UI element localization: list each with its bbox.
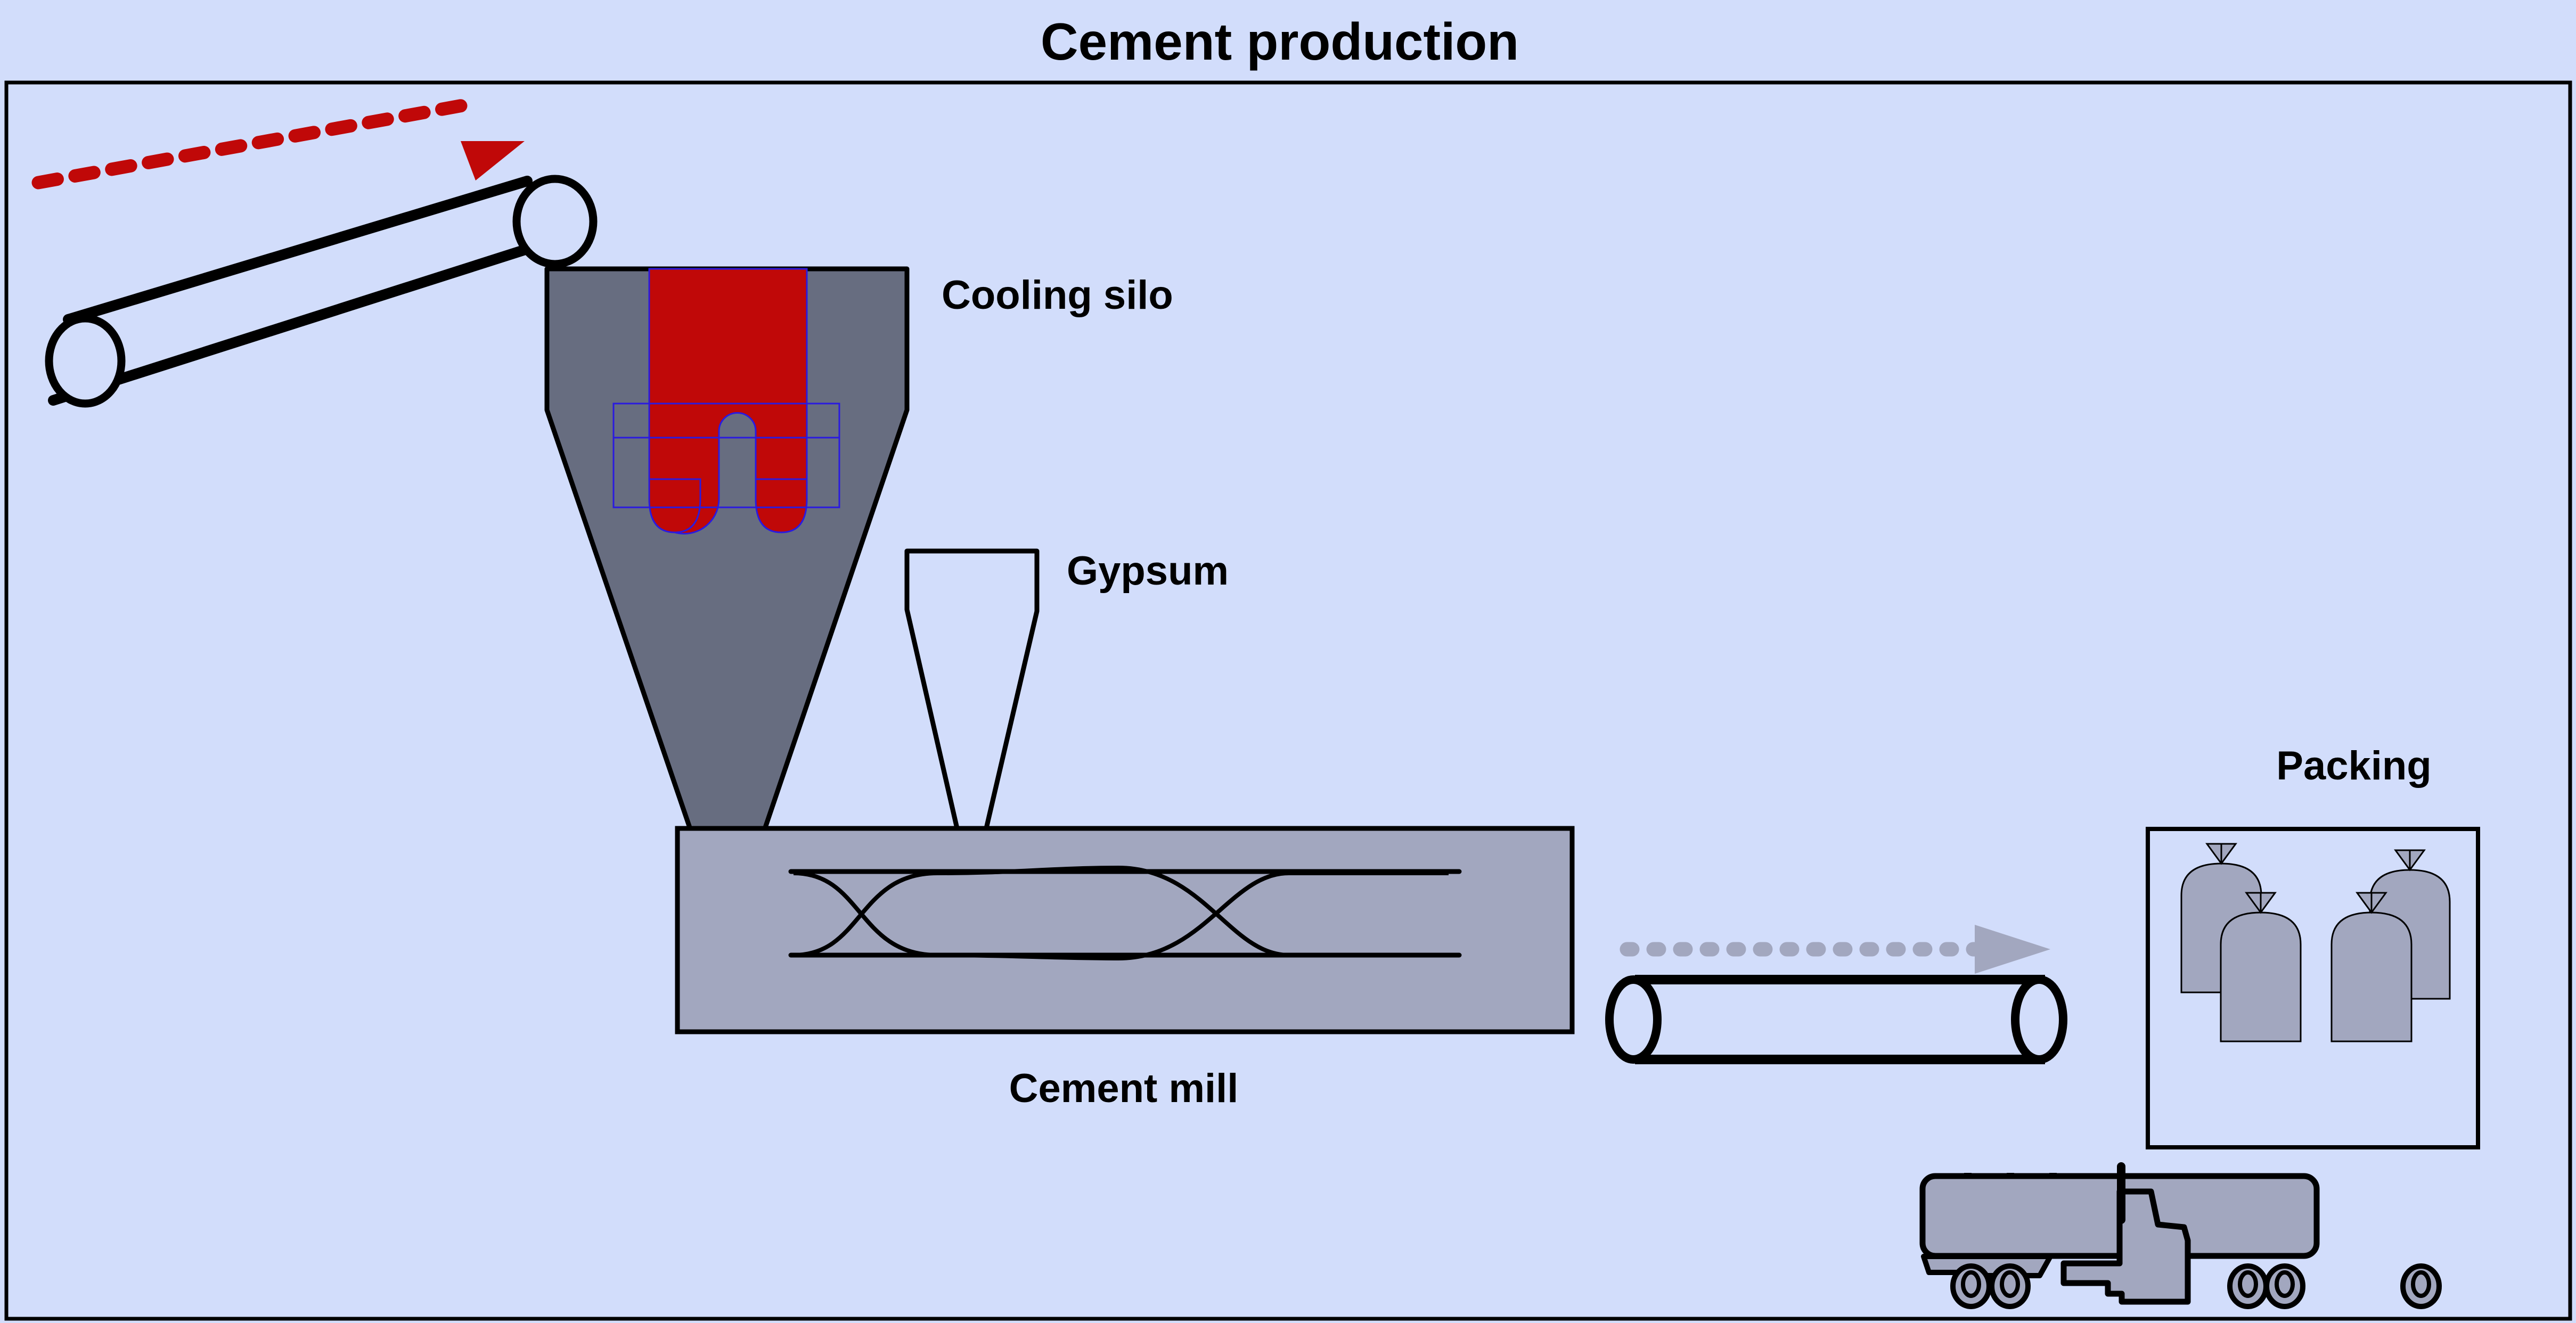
tanker-truck-cab [2060,1188,2191,1305]
tanker-truck-exhaust-stack [2117,1162,2125,1224]
cooling-silo-grate [612,402,840,508]
cement-bag-tie [2245,892,2277,914]
cooling-silo-label: Cooling silo [942,273,1173,318]
cement-bag-tie [2205,843,2237,865]
diagram-frame [4,80,2572,1321]
clinker-flow-arrow-head [461,141,525,180]
cement-bag [2220,892,2302,1042]
gypsum-label: Gypsum [1067,548,1229,594]
tanker-truck-tank-hatch [2049,1173,2057,1177]
packing-label: Packing [2276,743,2431,788]
packing-station [2146,827,2480,1149]
clinker-conveyor-roller-left [45,314,126,408]
clinker-flow-arrow-shaft [31,97,476,190]
cement-mill-label: Cement mill [1009,1066,1239,1111]
cement-conveyor-roller-right [2011,975,2067,1064]
tanker-truck [1919,1162,2442,1309]
clinker-conveyor-roller-right-ring [512,175,598,268]
truck-wheel-hub [2275,1270,2295,1298]
truck-wheel-hub [2411,1270,2431,1298]
clinker-conveyor-belt-top [63,176,533,325]
cement-conveyor-roller-left [1605,975,1662,1064]
cement-bag-tie [2356,892,2387,914]
cement-flow-arrow-head [1975,925,2050,974]
clinker-conveyor [45,175,598,408]
cement-flow-arrow [1620,925,2050,974]
diagram-title: Cement production [1041,12,1519,71]
cement-mill-drum-curves [793,865,1449,961]
cement-mill-body [675,826,1575,1034]
cooling-silo-heat-element-legs [648,478,808,533]
truck-wheel-hub [2000,1270,2020,1298]
cement-bag-tie [2394,849,2426,872]
cement-bag-body [2220,911,2302,1042]
packing-station-frame [2146,827,2480,1149]
cement-conveyor [1605,975,2067,1064]
cement-bag-body [2330,911,2413,1042]
clinker-flow-arrow [31,97,525,190]
clinker-conveyor-belt-bottom [48,237,554,406]
tanker-truck-tank-hatch [2007,1173,2014,1177]
cement-mill [675,826,1575,1034]
tanker-truck-tank-hatch [1964,1173,1972,1177]
truck-wheel-hub [1961,1270,1981,1298]
truck-wheel-hub [2238,1270,2258,1298]
cement-bag [2330,892,2413,1042]
